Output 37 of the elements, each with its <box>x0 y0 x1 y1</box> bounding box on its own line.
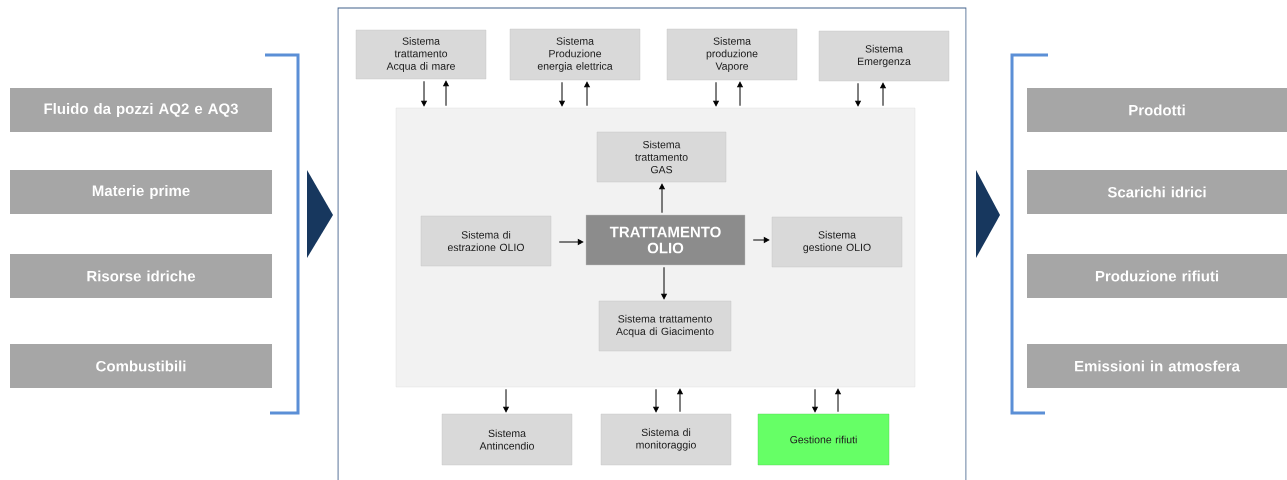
system-box: Sistema trattamento Acqua di mare <box>355 29 487 80</box>
arrow <box>558 239 584 245</box>
flow-box: Materie prime <box>10 170 272 214</box>
arrow <box>880 82 886 107</box>
arrow <box>737 81 743 107</box>
system-box: Sistema Emergenza <box>818 30 950 82</box>
system-box: Sistema di estrazione OLIO <box>420 215 552 267</box>
flow-box: Emissioni in atmosfera <box>1027 344 1287 388</box>
system-box: Sistema Antincendio <box>441 413 573 466</box>
arrow <box>855 82 861 107</box>
system-box: Sistema trattamento Acqua di Giacimento <box>598 300 732 352</box>
system-box: Sistema gestione OLIO <box>771 216 903 268</box>
arrow <box>713 81 719 107</box>
arrow <box>812 388 818 413</box>
arrow <box>503 388 509 413</box>
flow-box: Scarichi idrici <box>1027 170 1287 214</box>
system-box: Sistema produzione Vapore <box>666 28 798 81</box>
arrow <box>559 81 565 107</box>
system-box: Sistema Produzione energia elettrica <box>509 28 641 81</box>
system-box: Sistema trattamento GAS <box>596 131 727 183</box>
system-box: Gestione rifiuti <box>757 413 890 466</box>
arrow <box>677 388 683 413</box>
arrow <box>421 80 427 107</box>
system-box: Sistema di monitoraggio <box>600 413 732 466</box>
flow-box: Combustibili <box>10 344 272 388</box>
process-box: TRATTAMENTO OLIO <box>585 214 746 266</box>
flow-box: Risorse idriche <box>10 254 272 298</box>
arrow <box>661 266 667 300</box>
arrow <box>752 237 770 243</box>
arrow <box>659 183 665 214</box>
arrow <box>443 80 449 107</box>
arrow <box>835 388 841 413</box>
flow-box: Prodotti <box>1027 88 1287 132</box>
arrow <box>584 81 590 107</box>
flow-box: Produzione rifiuti <box>1027 254 1287 298</box>
arrow <box>653 388 659 413</box>
flow-box: Fluido da pozzi AQ2 e AQ3 <box>10 88 272 132</box>
